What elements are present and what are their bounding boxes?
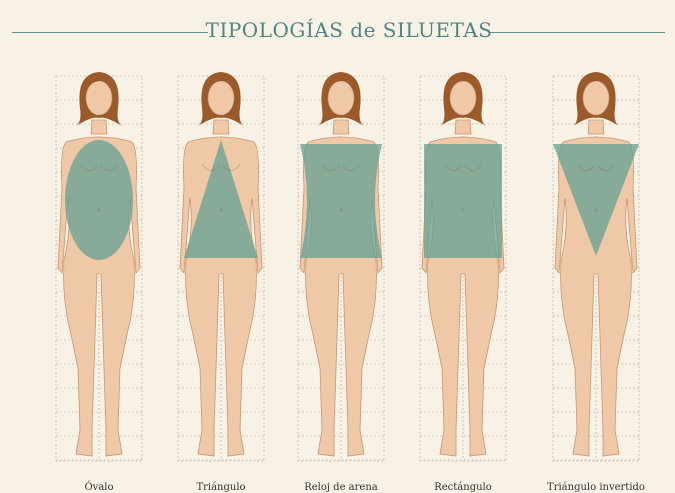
- silhouette-triangulo-invertido: [541, 68, 651, 468]
- figure-rectangulo: [408, 68, 518, 468]
- figure-triangulo-invertido: [541, 68, 651, 468]
- face: [86, 81, 112, 115]
- face: [328, 81, 354, 115]
- head: [573, 72, 619, 126]
- label-triangulo: Triángulo: [151, 482, 291, 493]
- face: [208, 81, 234, 115]
- face: [583, 81, 609, 115]
- label-rectangulo: Rectángulo: [393, 482, 533, 493]
- shape-overlay-oval: [65, 140, 133, 260]
- head: [76, 72, 122, 126]
- silhouette-rectangulo: [408, 68, 518, 468]
- label-triangulo-invertido: Triángulo invertido: [526, 482, 666, 493]
- silhouette-reloj-de-arena: [286, 68, 396, 468]
- label-ovalo: Óvalo: [29, 482, 169, 493]
- silhouette-triangulo: [166, 68, 276, 468]
- silhouette-ovalo: [44, 68, 154, 468]
- head: [318, 72, 364, 126]
- face: [450, 81, 476, 115]
- head: [198, 72, 244, 126]
- figure-triangulo: [166, 68, 276, 468]
- figure-ovalo: [44, 68, 154, 468]
- label-reloj-de-arena: Reloj de arena: [271, 482, 411, 493]
- figure-reloj-de-arena: [286, 68, 396, 468]
- shape-overlay-rectangle: [424, 144, 502, 258]
- head: [440, 72, 486, 126]
- shape-overlay-hourglass: [300, 144, 382, 258]
